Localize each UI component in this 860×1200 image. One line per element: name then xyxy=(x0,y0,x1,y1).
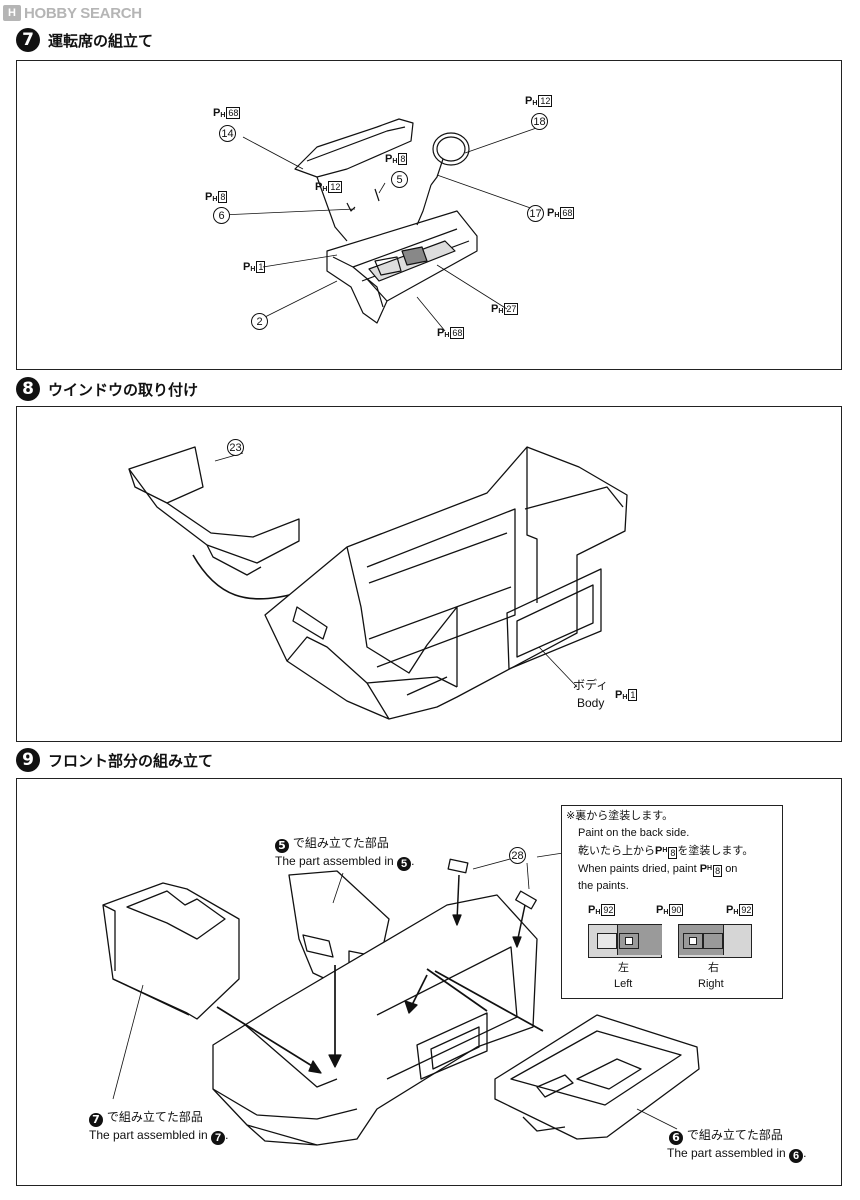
left-label-en: Left xyxy=(614,978,633,990)
logo-mark-icon: H xyxy=(3,5,21,21)
note-line-1: ※裏から塗装します。 xyxy=(566,809,674,822)
step-9-panel: 5 で組み立てた部品 The part assembled in 5. 28 7… xyxy=(16,778,842,1186)
part-5-callout: 5 xyxy=(391,171,408,188)
step-8-title: ウインドウの取り付け xyxy=(48,380,199,399)
step-7-header: 7 運転席の組立て xyxy=(16,28,153,52)
right-label-en: Right xyxy=(698,978,724,990)
body-label-jp: ボディ xyxy=(573,678,609,692)
step-7-title: 運転席の組立て xyxy=(48,31,154,50)
assembled-in-6-jp: 6 で組み立てた部品 xyxy=(669,1127,783,1145)
part-6-callout: 6 xyxy=(213,207,230,224)
body-label-en: Body xyxy=(577,696,605,710)
left-light-swatch xyxy=(588,924,662,958)
part-28-callout: 28 xyxy=(509,847,526,864)
step-8-number: 8 xyxy=(16,377,40,401)
right-label-jp: 右 xyxy=(708,961,719,974)
step-7-number: 7 xyxy=(16,28,40,52)
hobby-search-logo: H HOBBY SEARCH xyxy=(3,4,142,22)
step-9-title: フロント部分の組み立て xyxy=(48,751,214,770)
part-18-callout: 18 xyxy=(531,113,548,130)
note-line-2: Paint on the back side. xyxy=(578,827,690,839)
paint-note-box: ※裏から塗装します。 Paint on the back side. 乾いたら上… xyxy=(561,805,783,999)
part-14-callout: 14 xyxy=(219,125,236,142)
part-23-callout: 23 xyxy=(227,439,244,456)
right-light-swatch xyxy=(678,924,752,958)
assembled-in-5-en: The part assembled in 5. xyxy=(275,854,415,871)
part-17-callout: 17 xyxy=(527,205,544,222)
logo-text: HOBBY SEARCH xyxy=(24,4,142,22)
window-installation-diagram xyxy=(128,446,628,720)
left-label-jp: 左 xyxy=(618,961,629,974)
part-2-callout: 2 xyxy=(251,313,268,330)
assembled-in-6-en: The part assembled in 6. xyxy=(667,1146,807,1163)
front-section-assembly-diagram xyxy=(102,852,700,1146)
assembled-in-7-en: The part assembled in 7. xyxy=(89,1128,229,1145)
step-9-number: 9 xyxy=(16,748,40,772)
assembled-in-7-jp: 7 で組み立てた部品 xyxy=(89,1109,203,1127)
step-8-header: 8 ウインドウの取り付け xyxy=(16,377,198,401)
note-line-5: the paints. xyxy=(578,880,629,892)
driver-seat-assembly-diagram xyxy=(220,118,546,332)
step-9-header: 9 フロント部分の組み立て xyxy=(16,748,213,772)
assembled-in-5-jp: 5 で組み立てた部品 xyxy=(275,835,389,853)
